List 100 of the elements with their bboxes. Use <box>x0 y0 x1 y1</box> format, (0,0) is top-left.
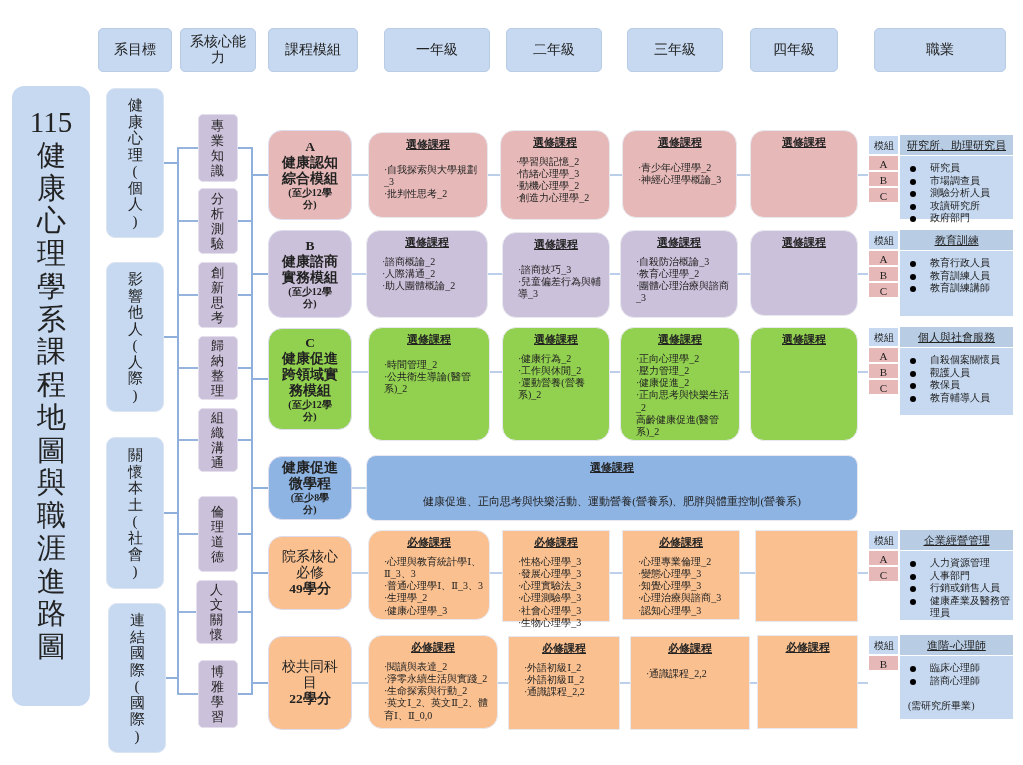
panel-header: 研究所、助理研究員 <box>900 135 1013 155</box>
connector-line <box>739 371 751 373</box>
course-item: ·時間管理_2 <box>383 358 439 371</box>
course-heading: 必修課程 <box>667 643 713 656</box>
table-header-cell: 模組 <box>868 135 899 155</box>
course-heading: 選修課程 <box>657 334 703 347</box>
course-item: ·閱讀與表達_2 <box>383 660 449 673</box>
course-item: ·自殺防治概論_3 <box>635 255 711 268</box>
course-box <box>750 230 858 316</box>
column-header: 職業 <box>874 28 1006 72</box>
course-heading: 選修課程 <box>406 334 452 347</box>
course-item: ·學習與記憶_2 <box>515 155 581 168</box>
course-item: ·變態心理學_3 <box>637 568 703 580</box>
course-item: ·普通心理學Ⅰ、Ⅱ_3、3 <box>383 580 484 593</box>
competency-box: 專業知識 <box>198 114 238 182</box>
course-item: ·人際溝通_2 <box>381 268 437 280</box>
course-item: ·動機心理學_2 <box>515 180 581 192</box>
panel-header: 教育訓練 <box>900 230 1013 250</box>
list-item: 自殺個案關懷員 <box>900 354 1013 367</box>
course-heading: 選修課程 <box>590 462 634 475</box>
course-item: ·生命探索與行動_2 <box>383 685 469 697</box>
module-letter-cell: A <box>868 347 899 363</box>
connector-line <box>609 371 621 373</box>
module-letter-cell: A <box>868 250 899 266</box>
connector-line <box>739 572 756 574</box>
course-item: ·健康行為_2 <box>517 352 573 365</box>
list-item: 研究員 <box>900 162 1013 175</box>
module-letter-cell: B <box>868 266 899 282</box>
course-item: ·通識課程_2,2 <box>523 686 586 699</box>
panel-header: 企業經營管理 <box>900 530 1013 550</box>
connector-line <box>736 174 751 176</box>
course-item: ·兒童偏差行為與輔導_3 <box>517 276 603 301</box>
course-item: ·外語初級Ⅰ_2 <box>523 661 583 674</box>
connector-line <box>351 487 367 489</box>
course-heading: 選修課程 <box>533 239 579 252</box>
course-item: 高齡健康促進(醫管系)_2 <box>635 413 721 439</box>
goal-box: 健康心理(個人) <box>106 88 164 238</box>
connector-line <box>619 682 631 684</box>
course-item: ·英文Ⅰ_2、英文Ⅱ_2、體育Ⅰ、Ⅱ_0,0 <box>383 697 490 722</box>
module-letter: A <box>305 138 315 155</box>
module-box <box>268 636 352 730</box>
list-item: 政府部門 <box>900 212 1013 225</box>
list-item: 臨床心理師 <box>900 662 1013 675</box>
connector-line <box>487 273 503 275</box>
competency-box: 歸納整理 <box>198 336 238 400</box>
course-heading: 選修課程 <box>656 137 703 150</box>
list-item: 教育訓練人員 <box>900 269 1013 282</box>
connector-line <box>749 682 758 684</box>
course-heading: 必修課程 <box>410 642 456 655</box>
connector-line <box>489 572 503 574</box>
module-title: 校共同科目 <box>281 658 339 691</box>
course-item: ·生物心理學_3 <box>517 616 583 629</box>
table-header-cell: 模組 <box>868 635 899 655</box>
course-box <box>502 232 610 318</box>
course-box <box>368 635 498 729</box>
course-heading: 必修課程 <box>533 537 579 550</box>
list-item: 人事部門 <box>900 569 1013 582</box>
course-box <box>500 130 610 220</box>
course-heading: 選修課程 <box>781 334 827 347</box>
connector-line <box>609 174 623 176</box>
course-box <box>508 636 620 730</box>
course-heading: 選修課程 <box>656 237 702 250</box>
course-item: ·生理學_2 <box>383 592 429 605</box>
column-header: 課程模組 <box>268 28 358 72</box>
table-header-cell: 模組 <box>868 530 899 550</box>
module-letter-cell: A <box>868 550 899 566</box>
module-letter: C <box>305 334 315 351</box>
connector-line <box>857 174 869 176</box>
connector-line <box>489 371 503 373</box>
course-box <box>750 130 858 218</box>
module-title: 健康促進微學程 <box>281 459 339 492</box>
column-header: 系核心能力 <box>180 28 256 72</box>
competency-box: 分析測驗 <box>198 188 238 254</box>
course-item: ·心理測驗學_3 <box>517 592 583 605</box>
course-box <box>622 530 740 620</box>
connector-line <box>237 682 269 695</box>
competency-box: 人文關懷 <box>196 580 238 644</box>
course-box <box>757 635 858 729</box>
course-item: ·神經心理學概論_3 <box>637 174 723 187</box>
course-item: ·通識課程_2,2 <box>645 667 708 680</box>
connector-line <box>609 273 621 275</box>
course-box <box>620 327 740 441</box>
course-item: ·知覺心理學_3 <box>637 580 703 592</box>
course-item: ·創造力心理學_2 <box>515 192 591 205</box>
module-box <box>268 456 352 520</box>
course-item: ·外語初級Ⅱ_2 <box>523 674 586 686</box>
course-box <box>368 132 488 218</box>
course-box <box>620 230 738 318</box>
course-box <box>622 130 737 218</box>
connector-line <box>351 273 367 275</box>
credit-note: (至少12學分) <box>288 399 332 424</box>
course-item: ·健康促進_2 <box>635 377 691 389</box>
connector-line <box>857 572 869 574</box>
course-item: ·諮商技巧_3 <box>517 263 573 276</box>
credit-note: 22學分 <box>289 691 331 708</box>
module-letter-cell: C <box>868 379 899 395</box>
course-heading: 選修課程 <box>781 237 827 250</box>
course-item: ·公共衛生導論(醫管系)_2 <box>383 371 472 396</box>
course-item: ·性格心理學_3 <box>517 555 583 568</box>
course-box <box>750 327 858 441</box>
